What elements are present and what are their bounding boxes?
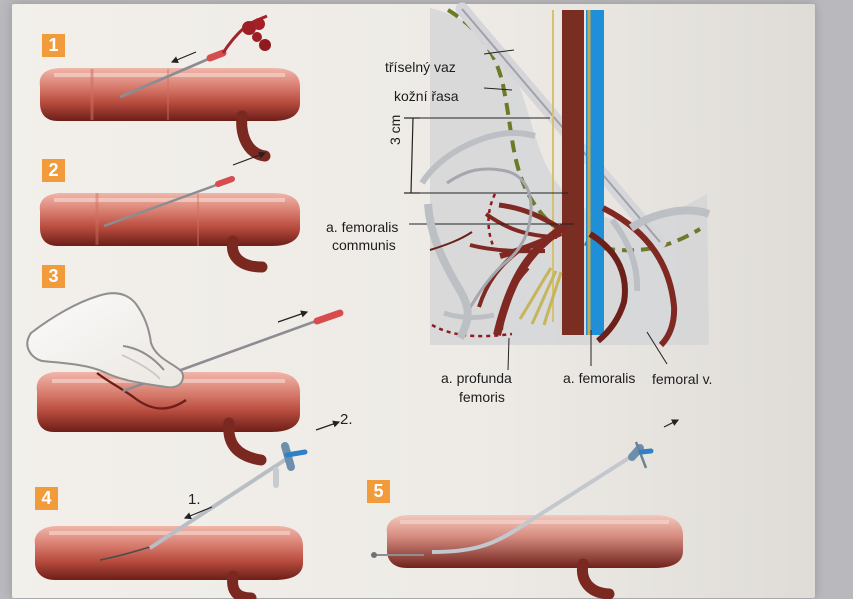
- step-1-badge: 1: [42, 34, 65, 57]
- step-3-badge: 3: [42, 265, 65, 288]
- a-femoralis-label: a. femoralis: [563, 370, 635, 386]
- annotation-first: 1.: [188, 491, 201, 508]
- a-profunda-femoris-label-1: a. profunda: [441, 370, 512, 386]
- a-profunda-femoris-label-2: femoris: [459, 389, 505, 405]
- step-2-badge: 2: [42, 159, 65, 182]
- distance-label: 3 cm: [387, 115, 403, 145]
- a-femoralis-communis-label-1: a. femoralis: [326, 219, 398, 235]
- step-5-badge: 5: [367, 480, 390, 503]
- annotation-second: 2.: [340, 411, 353, 428]
- step-4-badge: 4: [35, 487, 58, 510]
- femoral-vein-label: femoral v.: [652, 371, 712, 387]
- a-femoralis-communis-label-2: communis: [332, 237, 396, 253]
- skin-fold-label: kožní řasa: [394, 88, 459, 104]
- inguinal-ligament-label: tříselný vaz: [385, 59, 456, 75]
